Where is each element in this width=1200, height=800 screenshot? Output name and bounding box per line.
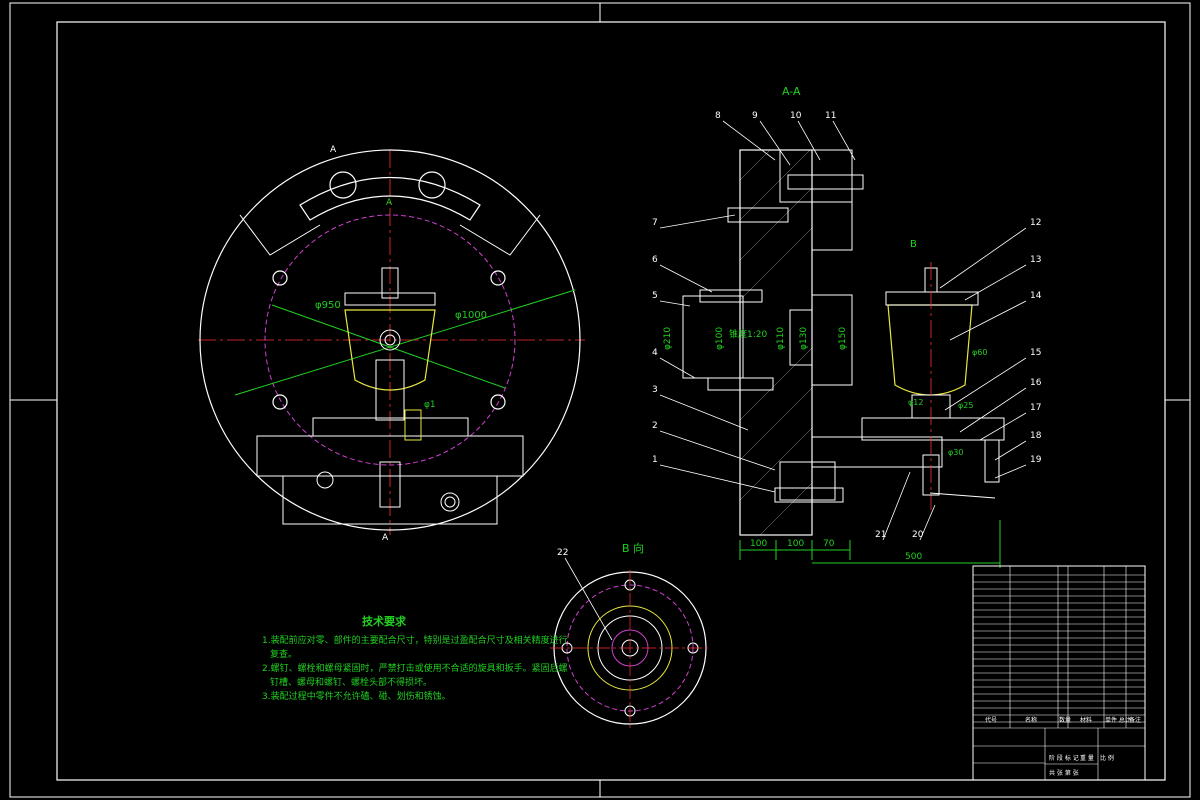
- balloon-label: 17: [1030, 403, 1041, 413]
- balloon-leader: [882, 471, 911, 541]
- balloon-leader: [944, 357, 1027, 411]
- balloon-label: 6: [652, 255, 658, 265]
- balloon-label: 5: [652, 291, 658, 301]
- tb-head-material: 材料: [1080, 716, 1092, 724]
- dim-base-70: 70: [823, 539, 835, 549]
- balloon-label: 11: [825, 111, 836, 121]
- tech-line-2: 复查。: [270, 648, 297, 660]
- balloon-leader: [939, 227, 1027, 289]
- balloon-leader: [832, 120, 856, 161]
- balloon-leader: [979, 412, 1027, 441]
- balloon-leader: [659, 264, 713, 293]
- section-view-a-a: A-A 锥度1:20 φ210 φ100 φ110 φ130 φ150: [663, 85, 1005, 568]
- view-b-direction: B 向: [550, 541, 710, 728]
- section-mark-bottom: A: [382, 533, 389, 543]
- tech-line-3: 2.螺钉、螺栓和螺母紧固时，严禁打击或使用不合适的旋具和扳手。紧固后螺: [262, 662, 568, 674]
- section-mark-top: A: [330, 145, 337, 155]
- dim-dia-210: φ210: [663, 327, 673, 350]
- front-view: φ950 φ1000 φ1 A A A: [198, 145, 585, 543]
- balloon-label: 12: [1030, 218, 1041, 228]
- balloon-label: 9: [752, 111, 758, 121]
- balloon-label: 16: [1030, 378, 1042, 388]
- tb-head-code: 代号: [985, 716, 997, 724]
- tb-head-note: 备注: [1129, 716, 1141, 724]
- dim-dia-150: φ150: [838, 327, 848, 350]
- balloon-leader: [797, 120, 821, 161]
- balloon-leader: [659, 300, 691, 307]
- tb-head-name: 名称: [1025, 716, 1037, 724]
- balloon-leader: [949, 300, 1027, 341]
- balloon-leader: [722, 120, 776, 161]
- balloon-label: 3: [652, 385, 658, 395]
- balloon-label: 7: [652, 218, 658, 228]
- dim-dia-130: φ130: [799, 327, 809, 350]
- arrow-b-label: B: [910, 239, 917, 250]
- balloon-label: 8: [715, 111, 721, 121]
- view-b-title: B 向: [622, 541, 644, 555]
- balloon-leader: [994, 440, 1027, 461]
- drawing-frame: [9, 2, 1191, 798]
- section-arrow-a: A: [386, 198, 393, 208]
- balloon-label: 22: [557, 548, 568, 558]
- balloon-label: 2: [652, 421, 658, 431]
- balloon-label: 20: [912, 530, 924, 540]
- balloon-label: 14: [1030, 291, 1042, 301]
- dim-dia-110: φ110: [776, 327, 786, 350]
- dim-small-dia: φ1: [424, 400, 436, 410]
- dim-base-100b: 100: [787, 539, 804, 549]
- dim-dia-60: φ60: [972, 348, 987, 357]
- balloon-leader: [564, 557, 613, 641]
- balloon-leader: [994, 464, 1027, 479]
- balloon-label: 18: [1030, 431, 1042, 441]
- balloon-label: 10: [790, 111, 802, 121]
- tb-head-qty: 数量: [1059, 716, 1071, 724]
- dim-dia-25: φ25: [958, 401, 973, 410]
- balloon-leader: [959, 387, 1027, 433]
- tech-title: 技术要求: [362, 614, 407, 628]
- tech-line-1: 1.装配前应对零、部件的主要配合尺寸，特别是过盈配合尺寸及相关精度进行: [262, 634, 568, 646]
- dim-base-500: 500: [905, 552, 922, 562]
- dim-main-dia-b: φ1000: [455, 310, 487, 321]
- balloon-leader: [659, 357, 696, 379]
- balloon-leader: [759, 120, 791, 166]
- tb-scale: 比 例: [1100, 754, 1114, 762]
- balloon-leader: [919, 504, 936, 541]
- section-title: A-A: [782, 85, 801, 98]
- dim-base-100a: 100: [750, 539, 767, 549]
- balloon-leader: [659, 464, 776, 493]
- balloon-leader: [659, 430, 776, 471]
- balloon-leader: [964, 264, 1027, 301]
- tech-line-5: 3.装配过程中零件不允许磕、碰、划伤和锈蚀。: [262, 690, 451, 702]
- dim-dia-30: φ30: [948, 448, 963, 457]
- dim-dia-100: φ100: [715, 327, 725, 350]
- balloon-label: 4: [652, 348, 658, 358]
- tb-head-weight: 单件 总计: [1105, 716, 1131, 724]
- tb-sheet: 共 张 第 张: [1049, 769, 1079, 777]
- balloon-label: 1: [652, 455, 658, 465]
- balloon-label: 15: [1030, 348, 1041, 358]
- balloon-leader: [659, 394, 749, 431]
- tech-line-4: 钉槽、螺母和螺钉、螺栓头部不得损坏。: [270, 676, 432, 688]
- balloon-label: 21: [875, 530, 886, 540]
- balloon-label: 19: [1030, 455, 1042, 465]
- balloon-leader: [659, 214, 736, 229]
- balloon-label: 13: [1030, 255, 1041, 265]
- tb-ratio: 重 量: [1080, 754, 1094, 762]
- tech-requirements: 技术要求 1.装配前应对零、部件的主要配合尺寸，特别是过盈配合尺寸及相关精度进行…: [262, 614, 568, 702]
- dim-taper: 锥度1:20: [729, 328, 767, 340]
- title-block: 代号 名称 数量 材料 单件 总计 备注 阶 段 标 记 共 张 第 张 重 量…: [972, 565, 1146, 781]
- dim-main-dia-a: φ950: [315, 300, 341, 311]
- dim-dia-12: φ12: [908, 398, 923, 407]
- tb-stage: 阶 段 标 记: [1049, 754, 1079, 762]
